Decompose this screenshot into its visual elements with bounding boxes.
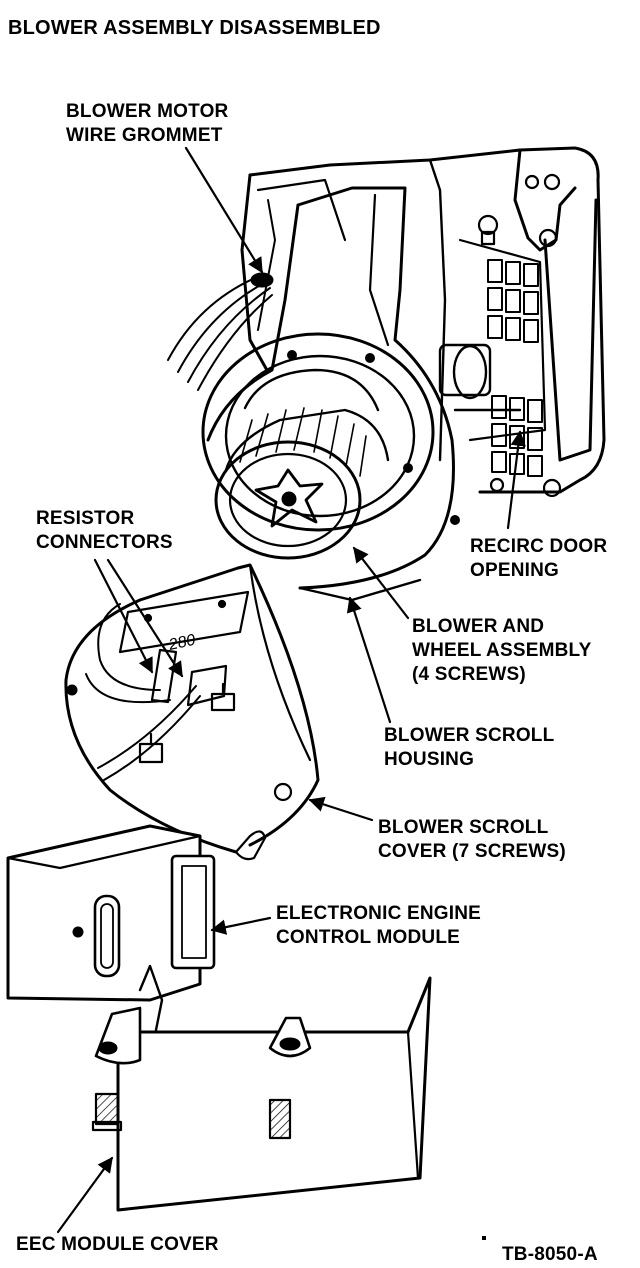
- label-line: BLOWER MOTOR: [66, 101, 229, 122]
- resistor-wires: [85, 603, 201, 781]
- diagram-title: BLOWER ASSEMBLY DISASSEMBLED: [8, 17, 381, 39]
- label-line: BLOWER SCROLL: [384, 725, 555, 746]
- label-line: WIRE GROMMET: [66, 125, 223, 146]
- wire-grommet: [250, 272, 274, 288]
- resistor-nuts: [138, 682, 236, 764]
- case-screws: [477, 173, 562, 498]
- motor-wires: [167, 274, 273, 391]
- label-line: BLOWER AND: [412, 616, 545, 637]
- label-line: COVER (7 SCREWS): [378, 841, 566, 862]
- eec-module: [6, 824, 216, 1002]
- label-line: (4 SCREWS): [412, 664, 526, 685]
- eec-module-cover: [94, 964, 432, 1212]
- label-line: ELECTRONIC ENGINE: [276, 903, 482, 924]
- tick-mark: [482, 1236, 486, 1240]
- recirc-door-grille: [487, 259, 543, 477]
- figure-id: TB-8050-A: [502, 1244, 598, 1265]
- label-line: BLOWER SCROLL: [378, 817, 549, 838]
- label-line: RECIRC DOOR: [470, 536, 608, 557]
- label-scroll-cover: BLOWER SCROLL COVER (7 SCREWS): [378, 816, 566, 864]
- label-line: WHEEL ASSEMBLY: [412, 640, 592, 661]
- label-line: EEC MODULE COVER: [16, 1234, 219, 1255]
- eec-cover-screws: [91, 1092, 292, 1140]
- label-line: OPENING: [470, 560, 560, 581]
- blower-wheel-assembly: [201, 332, 435, 560]
- label-recirc-door-opening: RECIRC DOOR OPENING: [470, 535, 607, 583]
- label-scroll-housing: BLOWER SCROLL HOUSING: [384, 724, 554, 772]
- scroll-cover: [64, 563, 320, 861]
- recirc-actuator: [438, 343, 522, 412]
- label-line: CONNECTORS: [36, 532, 173, 553]
- label-line: RESISTOR: [36, 508, 135, 529]
- label-eec-module: ELECTRONIC ENGINE CONTROL MODULE: [276, 902, 481, 950]
- label-line: HOUSING: [384, 749, 475, 770]
- leader-lines: [56, 146, 526, 1234]
- label-eec-module-cover: EEC MODULE COVER: [16, 1233, 219, 1257]
- blower-hub-star: [254, 468, 324, 528]
- plenum-case: [240, 146, 606, 494]
- label-resistor-connectors: RESISTOR CONNECTORS: [36, 507, 173, 555]
- label-wire-grommet: BLOWER MOTOR WIRE GROMMET: [66, 100, 228, 148]
- label-line: CONTROL MODULE: [276, 927, 460, 948]
- scroll-housing: [206, 186, 460, 602]
- label-blower-wheel-assembly: BLOWER AND WHEEL ASSEMBLY (4 SCREWS): [412, 615, 591, 687]
- resistor-marking: 280: [166, 632, 197, 654]
